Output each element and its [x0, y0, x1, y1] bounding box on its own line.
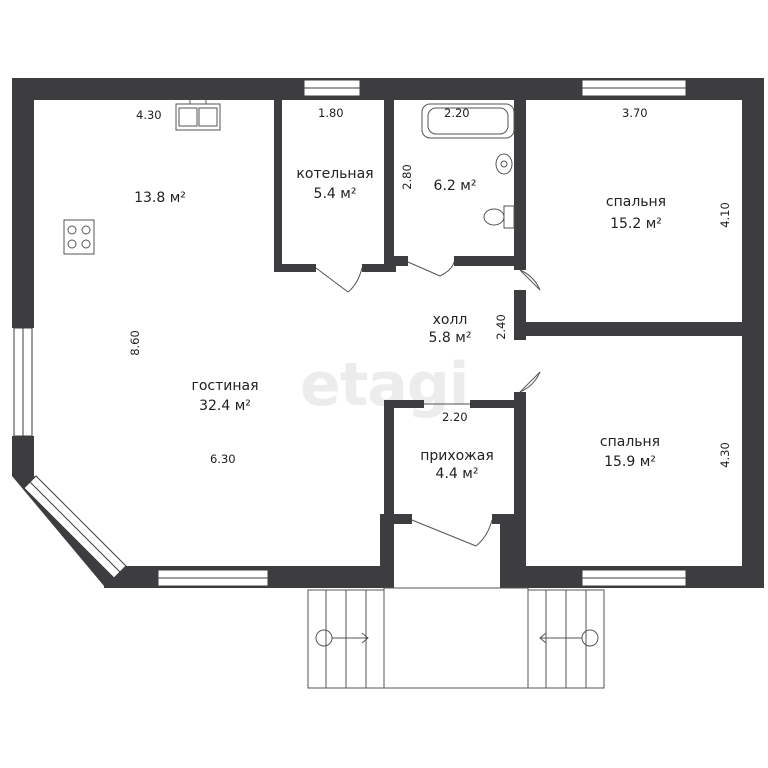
- living-name: гостиная: [191, 378, 259, 394]
- dim-boiler-width: 1.80: [318, 106, 344, 120]
- dim-kitchen-width: 4.30: [136, 108, 162, 122]
- dim-living-depth: 8.60: [127, 330, 142, 356]
- sink-icon: [175, 100, 221, 131]
- bathtub-icon: [421, 103, 515, 139]
- living-area: 32.4 м²: [199, 398, 251, 414]
- entry-area: 4.4 м²: [435, 466, 479, 482]
- dim-bath-depth: 2.80: [399, 164, 414, 190]
- hall-name: холл: [432, 312, 468, 328]
- bedroom2-area: 15.9 м²: [604, 454, 656, 470]
- bedroom1-name: спальня: [605, 194, 667, 210]
- stove-icon: [63, 219, 95, 255]
- bedroom1-area: 15.2 м²: [610, 216, 662, 232]
- dim-hall-depth: 2.40: [493, 314, 508, 340]
- porch-steps-left: [307, 589, 385, 689]
- dim-entry-width: 2.20: [442, 410, 468, 424]
- boiler-area: 5.4 м²: [313, 186, 357, 202]
- dim-living-width: 6.30: [210, 452, 236, 466]
- dim-bath-width: 2.20: [444, 106, 470, 120]
- toilet-icon: [483, 205, 515, 229]
- dim-bed1-width: 3.70: [622, 106, 648, 120]
- kitchen-area: 13.8 м²: [134, 190, 186, 206]
- porch: [383, 587, 529, 689]
- dim-bed1-depth: 4.10: [717, 202, 732, 228]
- dim-bed2-depth: 4.30: [717, 442, 732, 468]
- hall-area: 5.8 м²: [428, 330, 472, 346]
- porch-steps-right: [527, 589, 605, 689]
- bath-area: 6.2 м²: [433, 178, 477, 194]
- doors: [315, 261, 541, 547]
- entry-name: прихожая: [420, 448, 494, 464]
- boiler-name: котельная: [296, 166, 374, 182]
- washbasin-icon: [495, 153, 513, 175]
- walls: [12, 78, 764, 588]
- bedroom2-name: спальня: [599, 434, 661, 450]
